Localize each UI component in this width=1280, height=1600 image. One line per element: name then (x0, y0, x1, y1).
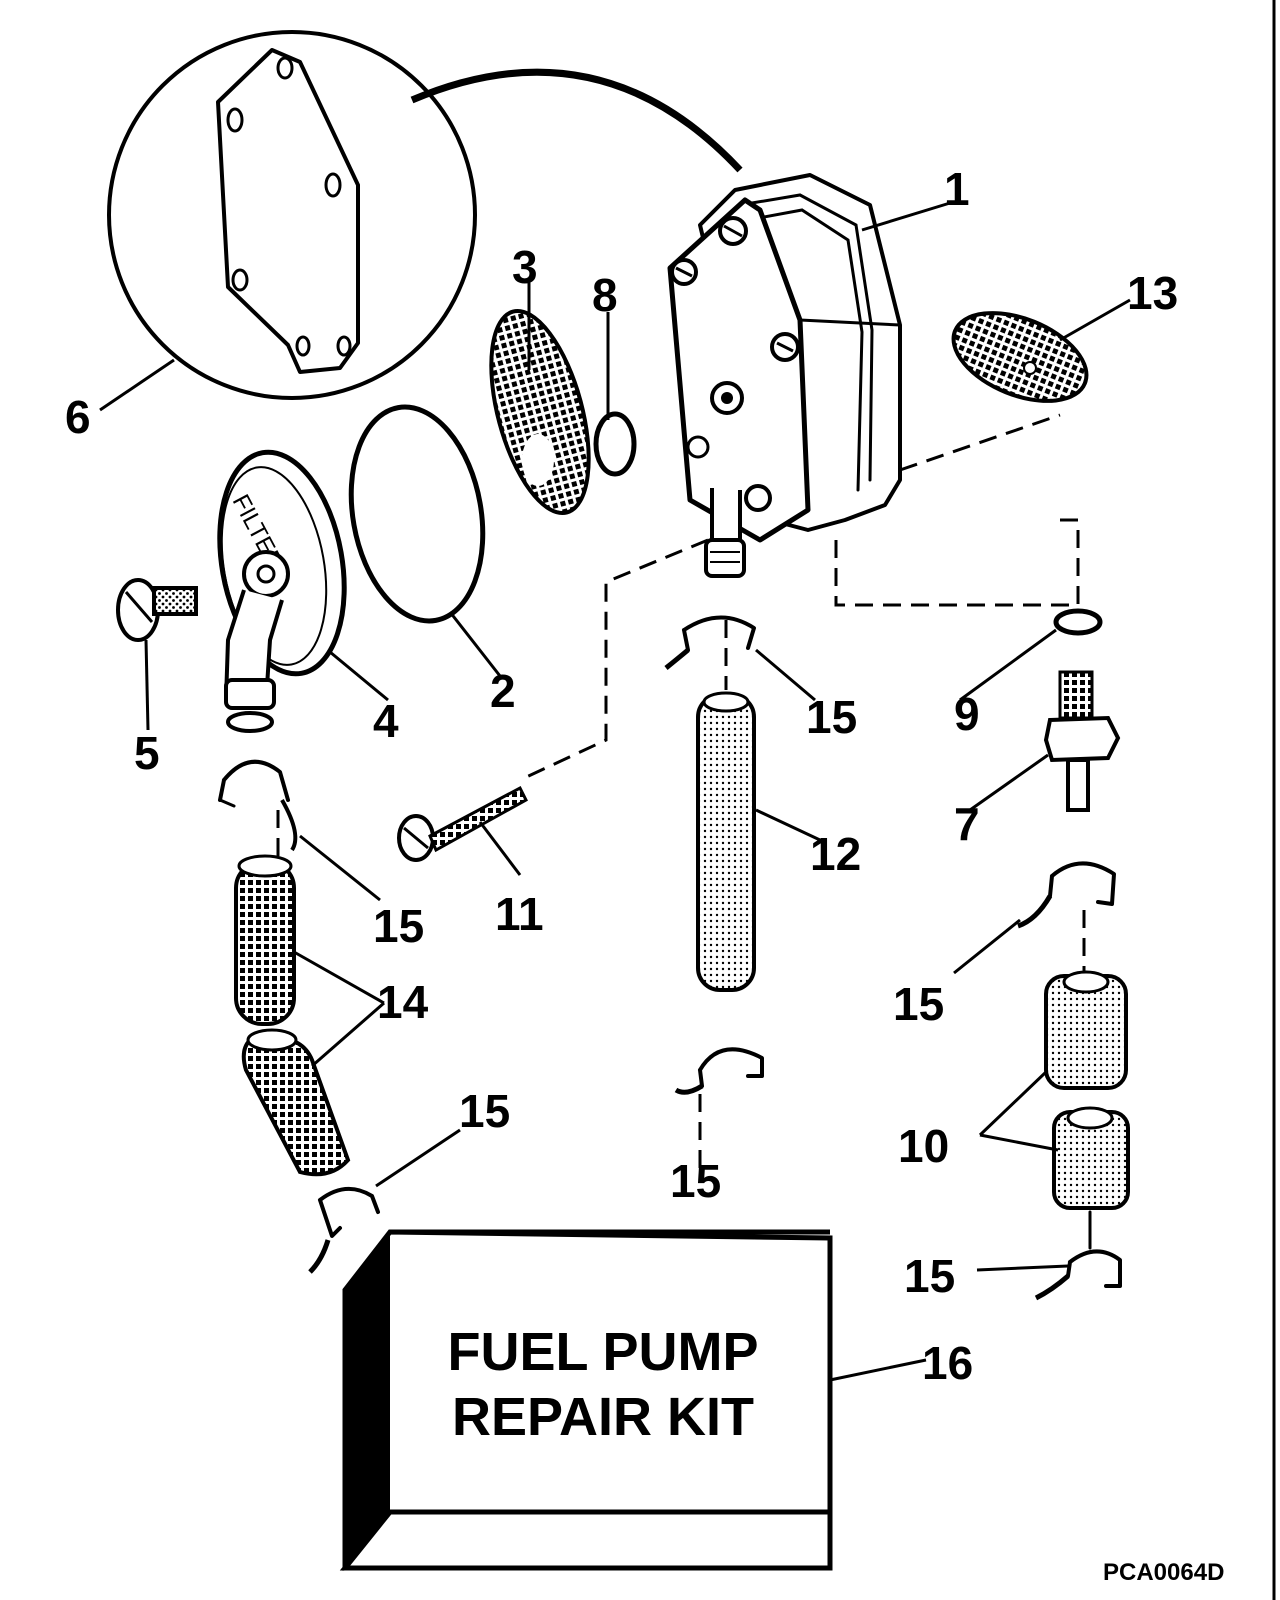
part-12-hose (696, 691, 756, 992)
part-15-clip-a (218, 759, 298, 852)
callout-13: 13 (1127, 267, 1178, 319)
callout-9: 9 (954, 688, 980, 740)
callout-15-a: 15 (806, 691, 857, 743)
callout-1: 1 (944, 163, 970, 215)
part-2-o-ring (348, 404, 486, 624)
part-7-fitting (1043, 670, 1121, 812)
callout-15-f: 15 (904, 1250, 955, 1302)
part-16-repair-kit-box: FUEL PUMP REPAIR KIT (339, 1229, 833, 1571)
kit-label-line-2: REPAIR KIT (452, 1387, 754, 1447)
callout-15-d: 15 (459, 1085, 510, 1137)
callout-15-e: 15 (670, 1155, 721, 1207)
part-15-clip-f (1034, 1249, 1122, 1301)
callout-6: 6 (65, 391, 91, 443)
drawing-code: PCA0064D (1103, 1559, 1224, 1586)
assembly-dashed-lines (276, 413, 1092, 1250)
part-15-clip-e (1017, 861, 1116, 929)
part-14-hoses (234, 854, 351, 1177)
part-10-short-hoses (1044, 970, 1130, 1210)
callout-11: 11 (495, 888, 544, 940)
part-9-washer (1053, 608, 1103, 636)
part-1-pump-body (667, 173, 902, 578)
callout-10: 10 (898, 1120, 949, 1172)
callout-12: 12 (810, 828, 861, 880)
callout-14: 14 (377, 976, 429, 1028)
kit-label-line-1: FUEL PUMP (447, 1322, 758, 1382)
part-13-screen (951, 311, 1089, 403)
part-5-screw (116, 578, 198, 642)
callout-15-b: 15 (373, 900, 424, 952)
callout-8: 8 (592, 269, 618, 321)
part-3-filter-screen (489, 308, 591, 516)
part-4-filter-cover: FILTER (217, 449, 347, 733)
part-6-gasket-detail (107, 30, 743, 400)
part-15-clip-c (664, 615, 756, 670)
callout-labels: 1 13 3 8 6 2 4 5 15 9 7 12 11 15 14 15 1… (65, 163, 1178, 1389)
part-11-screw (397, 785, 528, 862)
part-8-small-o-ring (593, 411, 637, 477)
callout-4: 4 (373, 695, 399, 747)
part-15-clip-b (308, 1187, 380, 1274)
callout-3: 3 (512, 241, 538, 293)
callout-leaders (99, 201, 1131, 1382)
part-15-clip-d (674, 1047, 764, 1095)
callout-5: 5 (134, 727, 160, 779)
callout-7: 7 (954, 798, 980, 850)
callout-15-c: 15 (893, 978, 944, 1030)
callout-16: 16 (922, 1337, 973, 1389)
callout-2: 2 (490, 665, 516, 717)
